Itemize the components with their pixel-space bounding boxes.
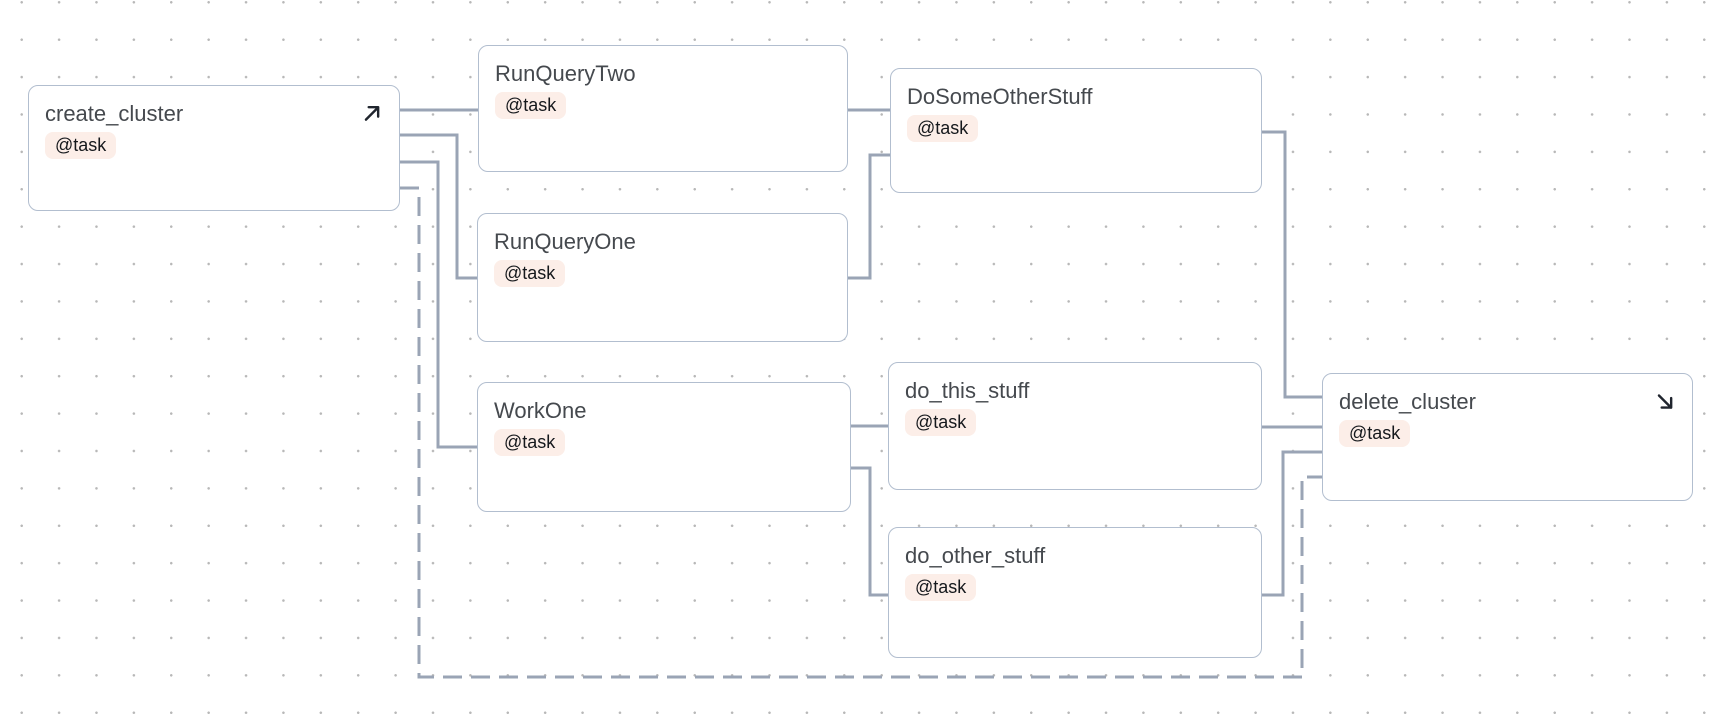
task-badge: @task	[495, 92, 567, 119]
edge-create_cluster-to-delete_cluster	[400, 186, 1322, 679]
task-node-header: WorkOne	[494, 398, 834, 423]
task-node-header: RunQueryTwo	[495, 61, 831, 86]
task-badge: @task	[905, 409, 977, 436]
edge-DoSomeOtherStuff-to-delete_cluster	[1262, 130, 1322, 399]
task-badge: @task	[907, 115, 979, 142]
edge-create_cluster-to-WorkOne	[400, 160, 477, 449]
edge-RunQueryOne-to-DoSomeOtherStuff	[848, 153, 890, 280]
task-node-title: DoSomeOtherStuff	[907, 84, 1093, 109]
task-node-title: RunQueryTwo	[495, 61, 636, 86]
task-badge: @task	[45, 132, 117, 159]
task-node-RunQueryOne[interactable]: RunQueryOne @task	[477, 213, 848, 342]
task-node-title: delete_cluster	[1339, 389, 1476, 414]
task-badge: @task	[494, 429, 566, 456]
task-node-header: RunQueryOne	[494, 229, 831, 254]
task-node-header: do_other_stuff	[905, 543, 1245, 568]
task-node-do_other_stuff[interactable]: do_other_stuff @task	[888, 527, 1262, 658]
task-node-title: do_other_stuff	[905, 543, 1046, 568]
task-node-header: create_cluster	[45, 101, 383, 126]
arrow-up-right-icon[interactable]	[361, 102, 383, 124]
task-badge: @task	[905, 574, 977, 601]
task-badge: @task	[494, 260, 566, 287]
task-node-RunQueryTwo[interactable]: RunQueryTwo @task	[478, 45, 848, 172]
edge-create_cluster-to-RunQueryOne	[400, 133, 477, 280]
arrow-down-right-icon[interactable]	[1654, 390, 1676, 412]
task-badge: @task	[1339, 420, 1411, 447]
task-node-delete_cluster[interactable]: delete_cluster @task	[1322, 373, 1693, 501]
edge-do_other_stuff-to-delete_cluster	[1262, 450, 1322, 597]
task-node-DoSomeOtherStuff[interactable]: DoSomeOtherStuff @task	[890, 68, 1262, 193]
task-node-header: DoSomeOtherStuff	[907, 84, 1245, 109]
task-node-header: do_this_stuff	[905, 378, 1245, 403]
edge-WorkOne-to-do_other_stuff	[851, 466, 888, 597]
task-node-do_this_stuff[interactable]: do_this_stuff @task	[888, 362, 1262, 490]
task-node-create_cluster[interactable]: create_cluster @task	[28, 85, 400, 211]
task-node-WorkOne[interactable]: WorkOne @task	[477, 382, 851, 512]
task-node-title: WorkOne	[494, 398, 587, 423]
task-node-title: do_this_stuff	[905, 378, 1030, 403]
task-node-title: RunQueryOne	[494, 229, 636, 254]
task-node-header: delete_cluster	[1339, 389, 1676, 414]
task-node-title: create_cluster	[45, 101, 184, 126]
